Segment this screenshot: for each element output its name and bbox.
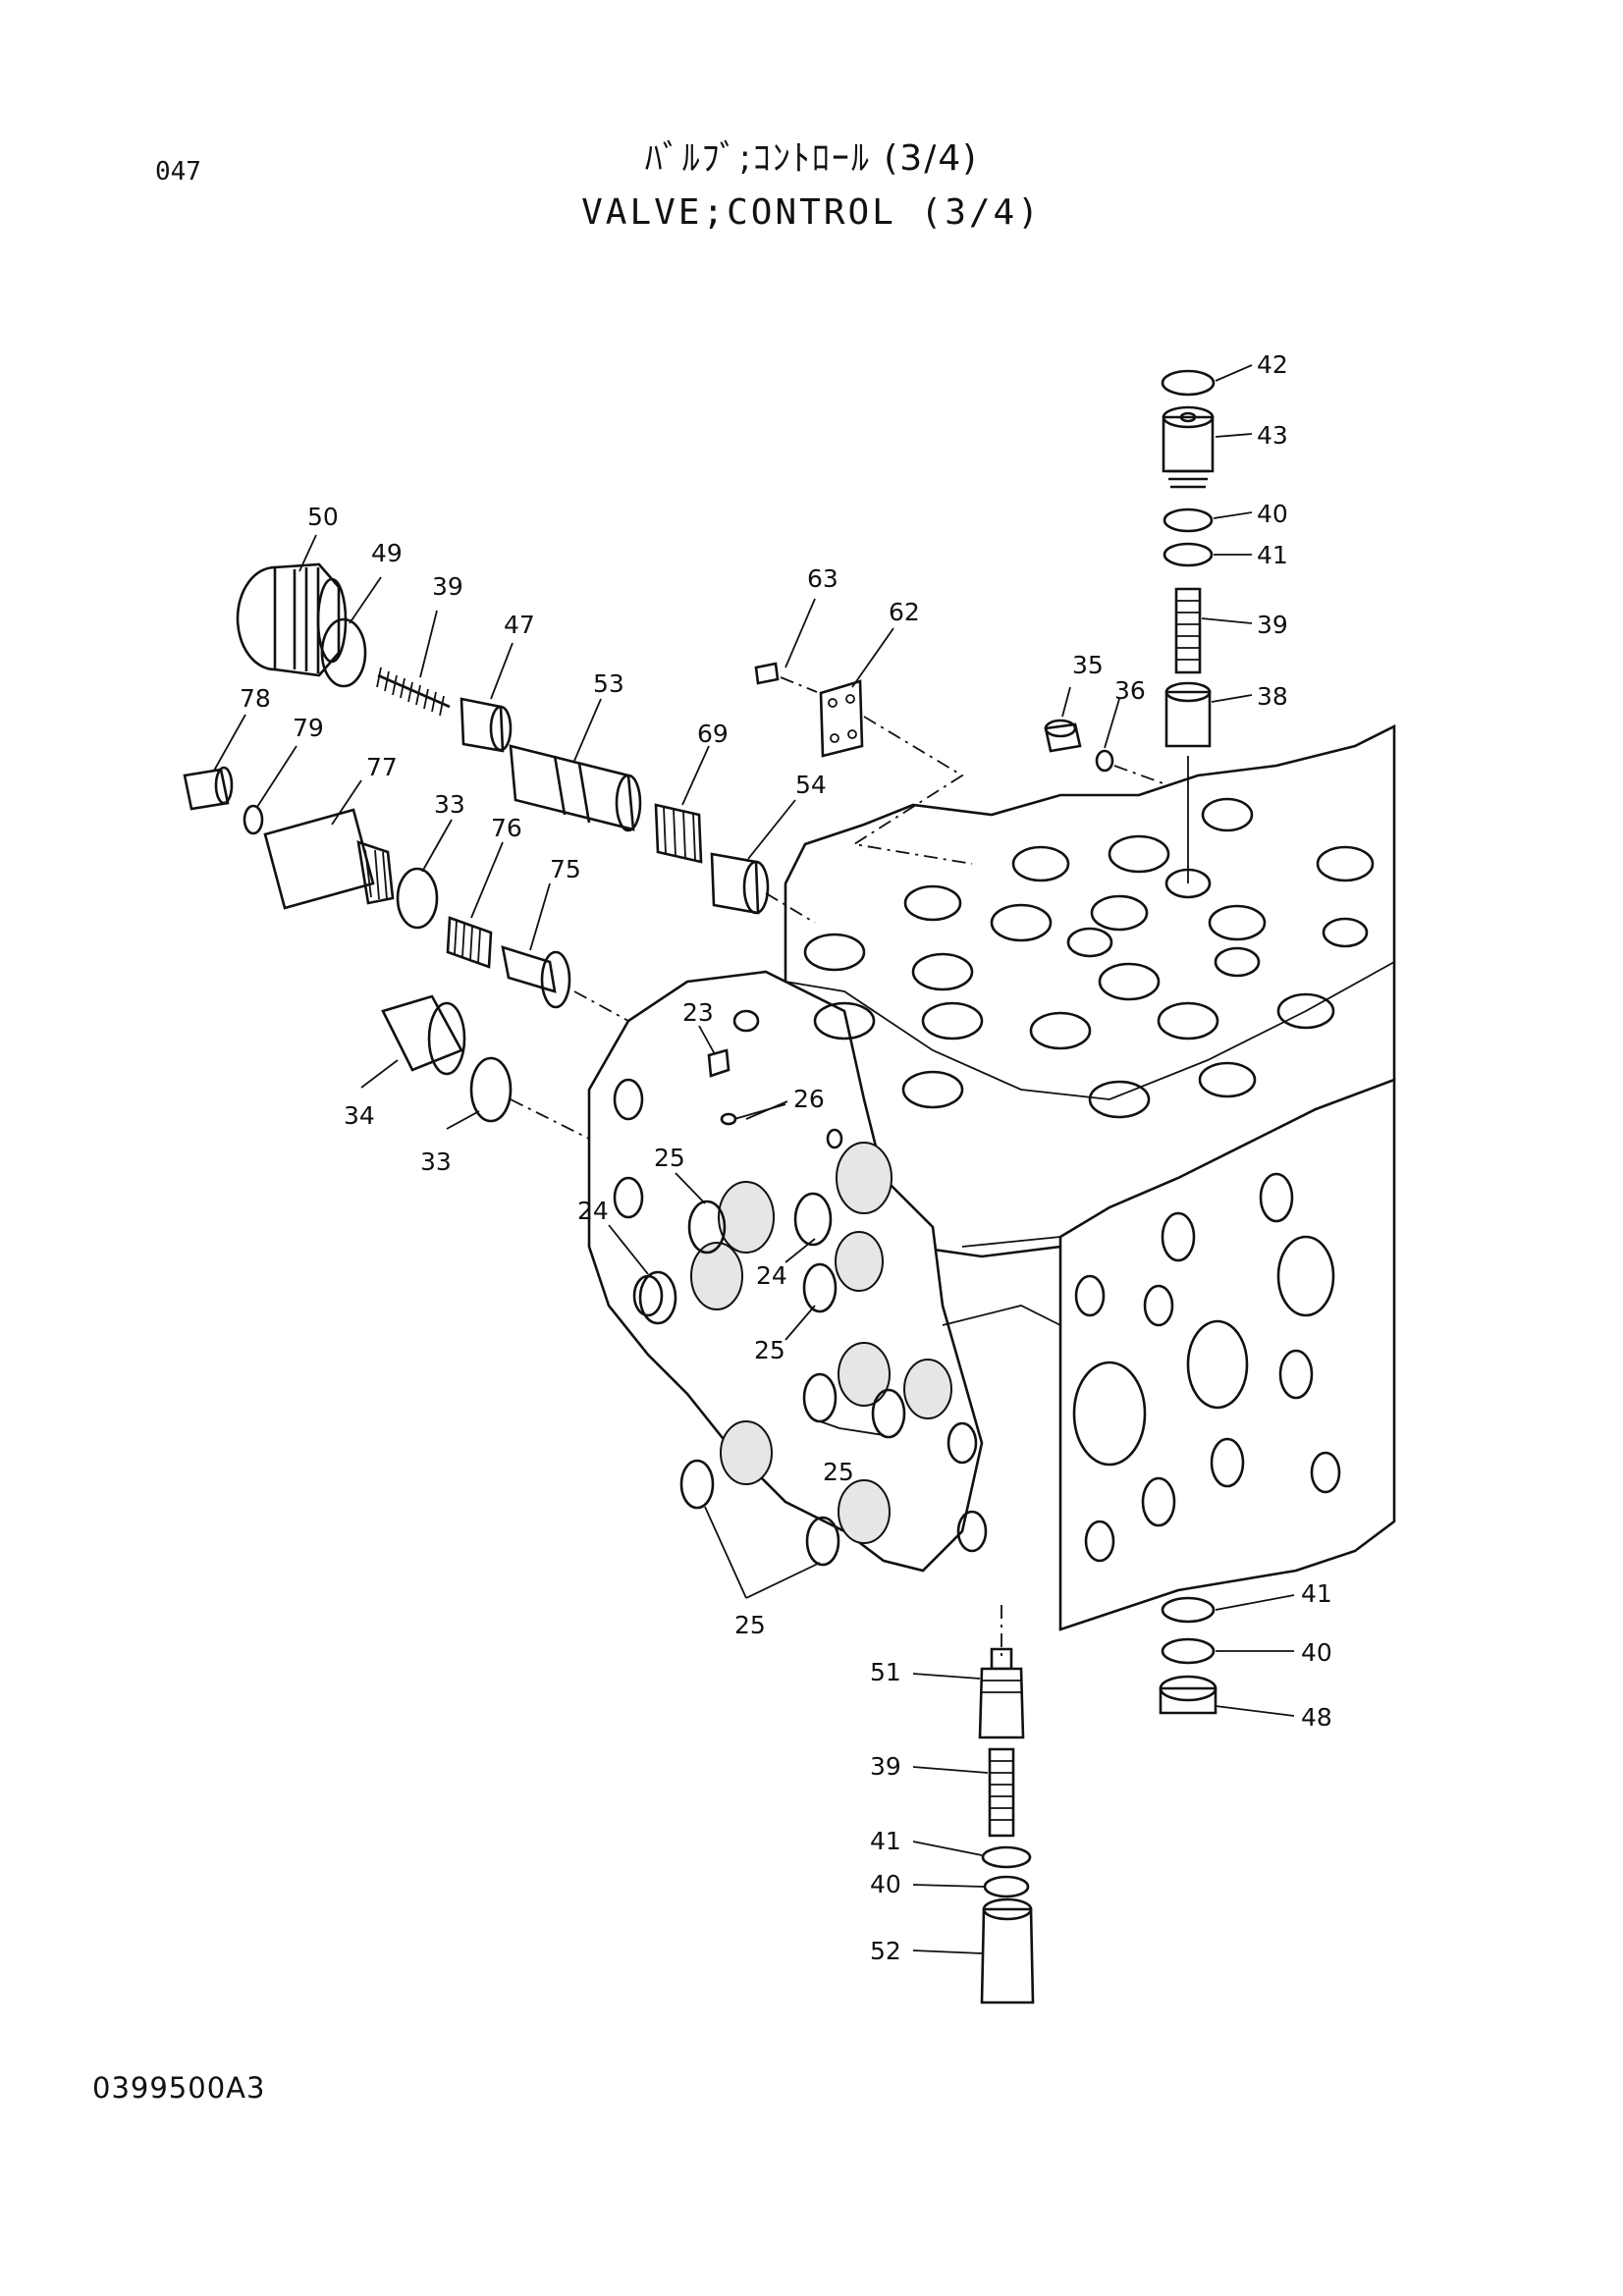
callout-75: 75 bbox=[550, 855, 581, 883]
callout-41: 41 bbox=[870, 1827, 901, 1855]
callout-24: 24 bbox=[577, 1197, 609, 1225]
callout-51: 51 bbox=[870, 1658, 901, 1686]
callout-49: 49 bbox=[371, 539, 403, 567]
callout-52: 52 bbox=[870, 1937, 901, 1965]
relief-plug-assembly bbox=[183, 766, 629, 1022]
valve-body bbox=[587, 723, 1396, 1631]
callout-62: 62 bbox=[889, 598, 920, 626]
top-relief-valve-stack bbox=[1161, 369, 1216, 883]
diagram-title-japanese: ﾊﾞﾙﾌﾞ;ｺﾝﾄﾛｰﾙ (3/4) bbox=[644, 138, 979, 179]
o-rings-24-25 bbox=[638, 1192, 906, 1567]
callout-42: 42 bbox=[1257, 350, 1288, 379]
callout-35: 35 bbox=[1072, 651, 1104, 679]
bottom-relief-valve-stack bbox=[978, 1605, 1035, 2004]
screw-63-and-plate-62 bbox=[754, 662, 973, 865]
callout-39: 39 bbox=[432, 572, 463, 601]
callout-38: 38 bbox=[1257, 682, 1288, 711]
callout-26: 26 bbox=[793, 1085, 825, 1113]
callout-33: 33 bbox=[434, 790, 465, 819]
callout-43: 43 bbox=[1257, 421, 1288, 450]
callout-47: 47 bbox=[504, 611, 535, 639]
callout-78: 78 bbox=[240, 684, 271, 713]
callout-36: 36 bbox=[1114, 676, 1146, 705]
callout-25: 25 bbox=[754, 1336, 785, 1364]
callout-39: 39 bbox=[870, 1752, 901, 1781]
callout-40: 40 bbox=[1257, 500, 1288, 528]
page-number: 047 bbox=[155, 157, 201, 187]
callout-41: 41 bbox=[1301, 1579, 1332, 1608]
callout-77: 77 bbox=[366, 753, 398, 781]
callout-79: 79 bbox=[293, 714, 324, 742]
port-seats bbox=[690, 1142, 952, 1544]
callout-labels: 42 43 40 41 39 38 35 36 50 49 39 47 53 6… bbox=[240, 350, 1332, 1965]
plug-34-and-fittings bbox=[381, 994, 843, 1149]
callout-63: 63 bbox=[807, 564, 839, 593]
callout-69: 69 bbox=[697, 720, 729, 748]
callout-23: 23 bbox=[682, 998, 714, 1027]
leader-lines bbox=[213, 364, 1295, 1954]
callout-53: 53 bbox=[593, 669, 624, 698]
callout-50: 50 bbox=[307, 503, 339, 531]
plug-35-and-o-ring-36 bbox=[1044, 719, 1169, 786]
callout-33: 33 bbox=[420, 1148, 452, 1176]
diagram-title-english: VALVE;CONTROL (3/4) bbox=[581, 192, 1042, 233]
callout-41: 41 bbox=[1257, 541, 1288, 569]
drawing-code: 0399500A3 bbox=[92, 2071, 266, 2105]
callout-48: 48 bbox=[1301, 1703, 1332, 1732]
callout-25: 25 bbox=[654, 1144, 685, 1172]
callout-39: 39 bbox=[1257, 611, 1288, 639]
callout-24: 24 bbox=[756, 1261, 787, 1290]
callout-25: 25 bbox=[734, 1611, 766, 1639]
callout-25: 25 bbox=[823, 1458, 854, 1486]
callout-54: 54 bbox=[795, 771, 827, 799]
valve-body-ports bbox=[613, 797, 1375, 1563]
spool-cartridge-assembly bbox=[236, 562, 816, 924]
callout-76: 76 bbox=[491, 814, 522, 842]
callout-40: 40 bbox=[870, 1870, 901, 1898]
callout-34: 34 bbox=[344, 1101, 375, 1130]
callout-40: 40 bbox=[1301, 1638, 1332, 1667]
bottom-right-plug-stack bbox=[1159, 1596, 1217, 1715]
